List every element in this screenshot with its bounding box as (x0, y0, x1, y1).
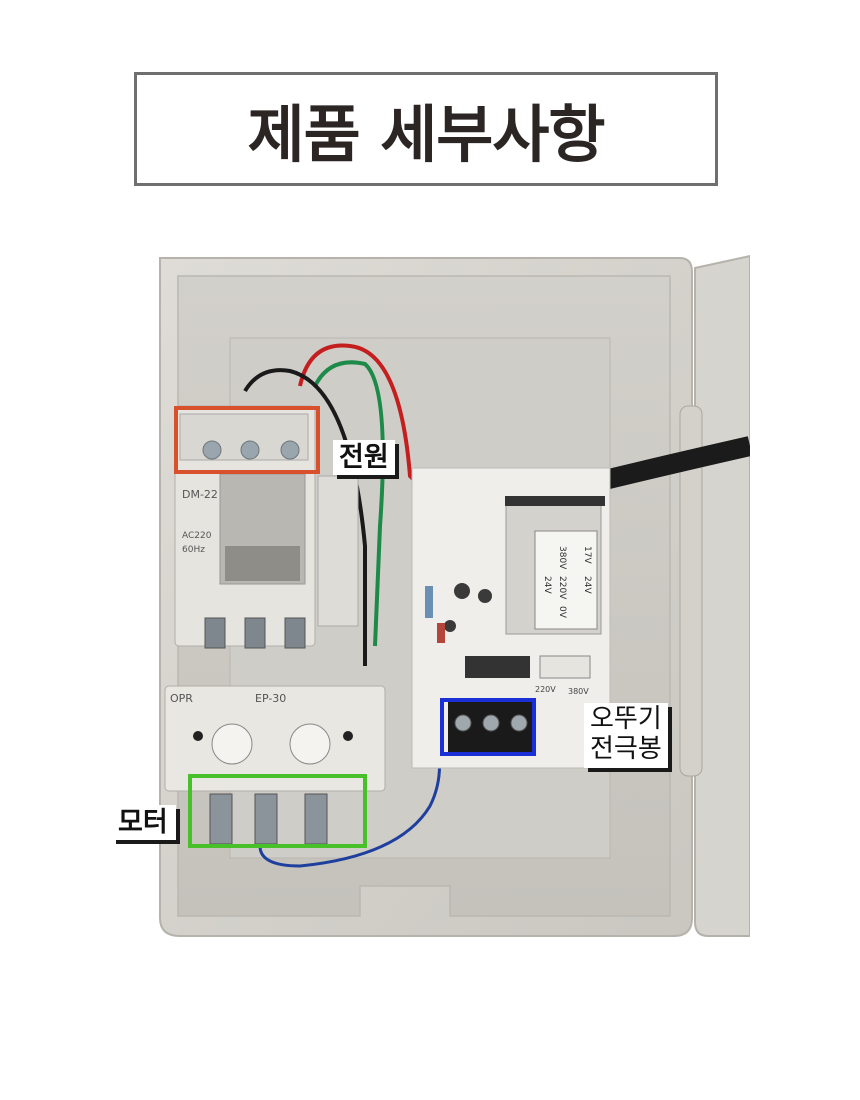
power-label: 전원 (333, 440, 395, 476)
float-electrode-label: 오뚜기 전극봉 (584, 703, 668, 768)
trans-v5: 24V (582, 576, 592, 594)
motor-highlight-box (188, 774, 367, 848)
relay-brand: OPR (170, 692, 193, 705)
switch-left: 220V (535, 685, 556, 694)
float-label-line2: 전극봉 (590, 733, 662, 764)
trans-v4: 17V (582, 546, 592, 564)
trans-v6: 24V (542, 576, 552, 594)
contactor-ac: AC220 (182, 531, 212, 541)
page-title: 제품 세부사항 (247, 98, 606, 171)
power-highlight-box (174, 406, 320, 474)
enclosure-lid (694, 254, 750, 937)
motor-label: 모터 (112, 805, 176, 841)
hinge (679, 405, 703, 777)
trans-v3: 0V (557, 606, 567, 619)
contactor-model: DM-22 (182, 488, 218, 501)
overload-relay (164, 685, 386, 792)
product-photo: DM-22 AC220 60Hz OPR EP-30 380V 220V 0V … (159, 254, 750, 937)
title-box: 제품 세부사항 (134, 72, 718, 186)
switch-right: 380V (568, 687, 589, 696)
trans-v2: 220V (557, 576, 567, 600)
contactor-hz: 60Hz (182, 545, 205, 555)
float-label-line1: 오뚜기 (590, 704, 662, 734)
relay-model: EP-30 (255, 692, 286, 705)
trans-v1: 380V (557, 546, 567, 570)
float-highlight-box (440, 698, 536, 756)
